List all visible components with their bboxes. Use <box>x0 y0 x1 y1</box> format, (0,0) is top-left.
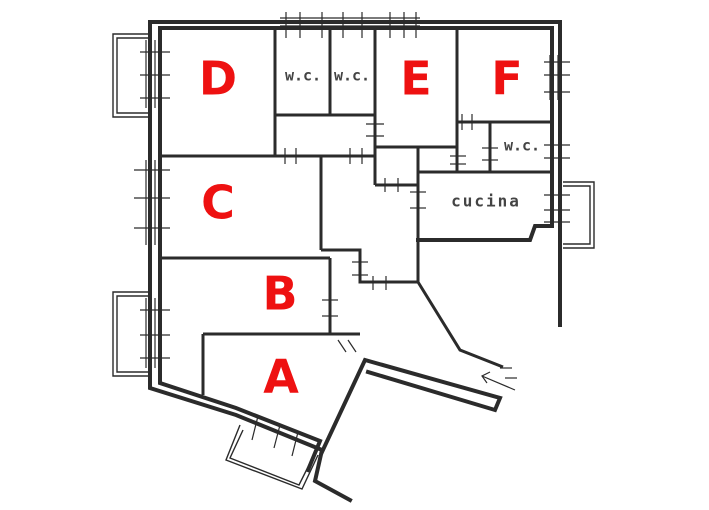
room-label-f: F <box>491 52 522 106</box>
room-label-e: E <box>400 52 431 106</box>
room-label-c: C <box>201 176 235 230</box>
interior-walls <box>160 28 552 395</box>
window-marks <box>134 12 570 457</box>
balcony-bottom <box>225 424 319 490</box>
outer-walls <box>148 20 562 503</box>
room-label-d: D <box>199 52 237 106</box>
balcony-top-left <box>112 33 150 118</box>
room-label-wc-1: w.c. <box>285 67 321 85</box>
room-label-wc-3: w.c. <box>504 137 540 155</box>
room-label-b: B <box>262 267 297 321</box>
room-label-a: A <box>263 350 299 404</box>
balconies <box>112 33 595 490</box>
room-labels: D E F C B A w.c. w.c. w.c. cucina <box>199 52 540 404</box>
balcony-left <box>112 291 150 377</box>
room-label-kitchen: cucina <box>451 192 521 211</box>
balcony-right <box>563 181 595 249</box>
room-label-wc-2: w.c. <box>334 67 370 85</box>
entrance-arrow-icon <box>481 371 516 391</box>
